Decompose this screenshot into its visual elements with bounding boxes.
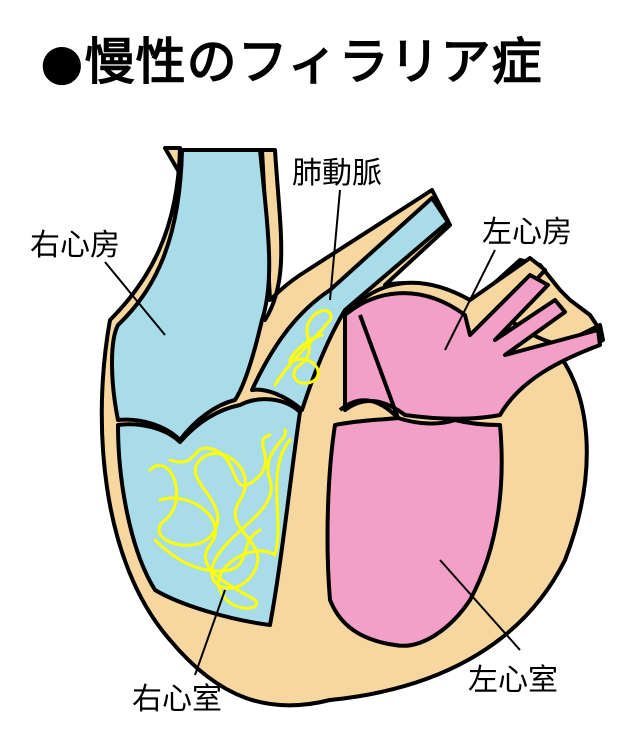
page-title: ●慢性のフィラリア症 xyxy=(40,33,543,91)
label-left-atrium: 左心房 xyxy=(482,215,572,250)
left-atrium xyxy=(343,273,602,421)
pulmonary-artery xyxy=(250,196,450,412)
label-pulmonary-artery: 肺動脈 xyxy=(292,156,382,191)
left-ventricle xyxy=(325,416,504,648)
heartworms xyxy=(148,309,333,610)
label-left-ventricle: 左心室 xyxy=(468,663,558,698)
label-right-ventricle: 右心室 xyxy=(132,682,222,717)
label-right-atrium: 右心房 xyxy=(30,228,120,263)
